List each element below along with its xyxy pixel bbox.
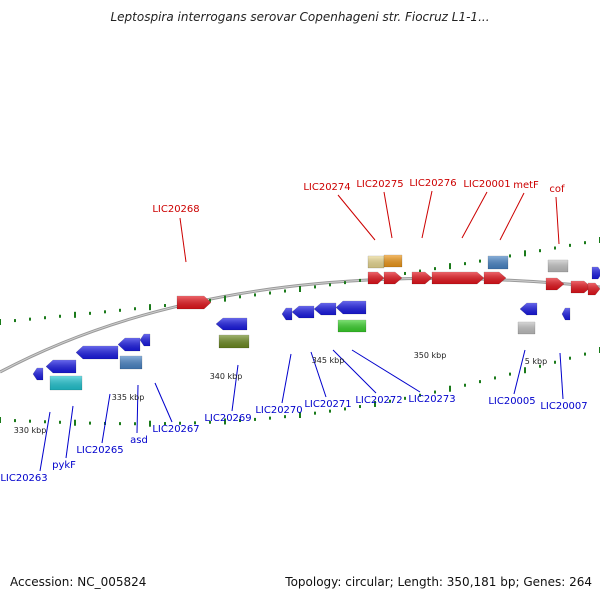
label-leader-line [499, 192, 525, 241]
gene-shading [384, 272, 402, 284]
label-leader-line [421, 190, 433, 239]
kbp-position-label: 335 kbp [112, 393, 145, 402]
gene-shading [177, 296, 211, 309]
label-leader-line [231, 364, 239, 412]
gene-label-top[interactable]: metF [513, 180, 539, 191]
label-leader-line [179, 217, 187, 263]
gene-shading [484, 272, 506, 284]
label-leaders [39, 190, 564, 472]
label-leader-line [154, 382, 173, 423]
gene-shading [518, 322, 535, 334]
gene-shading [368, 272, 384, 284]
gene-shading [588, 283, 600, 295]
gene-label-bottom[interactable]: LIC20272 [355, 395, 402, 406]
topology-summary: Topology: circular; Length: 350,181 bp; … [285, 575, 592, 589]
label-leader-line [351, 349, 421, 393]
gene-label-bottom[interactable]: asd [130, 435, 148, 446]
label-leader-line [332, 349, 377, 394]
gene-label-bottom[interactable]: LIC20269 [204, 413, 251, 424]
gene-shading [368, 256, 384, 268]
gene-label-top[interactable]: LIC20274 [303, 182, 350, 193]
kbp-position-label: 340 kbp [210, 372, 243, 381]
label-leader-line [555, 196, 560, 245]
accession-text: Accession: NC_005824 [10, 575, 147, 589]
kbp-position-label: 330 kbp [14, 426, 47, 435]
label-leader-line [461, 191, 488, 239]
gene-shading [488, 256, 508, 269]
gene-shading [50, 376, 82, 390]
gene-label-bottom[interactable]: LIC20273 [408, 394, 455, 405]
kbp-position-label: 350 kbp [414, 351, 447, 360]
gene-shading [384, 255, 402, 267]
gene-label-bottom[interactable]: LIC20263 [0, 473, 47, 484]
gene-shading [592, 267, 600, 279]
gene-label-bottom[interactable]: pykF [52, 460, 76, 471]
gene-label-top[interactable]: LIC20268 [152, 204, 199, 215]
gene-shading [216, 318, 247, 330]
label-leader-line [39, 411, 51, 472]
gene-shading [520, 303, 537, 315]
gene-shading [33, 368, 43, 380]
gene-label-bottom[interactable]: LIC20271 [304, 399, 351, 410]
gene-shading [282, 308, 292, 320]
gene-label-bottom[interactable]: LIC20265 [76, 445, 123, 456]
label-leader-line [513, 349, 526, 395]
gene-shading [571, 281, 591, 293]
gene-label-top[interactable]: LIC20276 [409, 178, 456, 189]
gene-shading [432, 272, 484, 284]
gene-label-bottom[interactable]: LIC20267 [152, 424, 199, 435]
label-leader-line [136, 384, 139, 434]
gene-shading [546, 278, 564, 290]
label-leader-line [101, 393, 111, 444]
label-leader-line [281, 353, 292, 404]
label-leader-line [337, 194, 376, 241]
gene-label-top[interactable]: LIC20001 [463, 179, 510, 190]
gene-shading [219, 335, 249, 348]
kbp-position-label: 5 kbp [525, 357, 547, 366]
gene-label-top[interactable]: cof [549, 184, 565, 195]
gene-label-top[interactable]: LIC20275 [356, 179, 403, 190]
genes-layer [32, 254, 600, 391]
label-leader-line [65, 405, 74, 459]
gene-shading [338, 320, 366, 332]
gene-shading [336, 301, 366, 314]
gene-shading [46, 360, 76, 373]
gene-label-bottom[interactable]: LIC20270 [255, 405, 302, 416]
gene-shading [292, 306, 314, 318]
labels-layer: LIC20268 LIC20274 LIC20275 LIC20276 LIC20001… [0, 178, 587, 484]
gene-shading [76, 346, 118, 359]
kbp-position-label: 345 kbp [312, 356, 345, 365]
gene-shading [140, 334, 150, 346]
gene-shading [562, 308, 570, 320]
label-leader-line [383, 191, 393, 239]
gene-shading [548, 260, 568, 272]
gene-shading [314, 303, 336, 315]
map-title: Leptospira interrogans serovar Copenhage… [110, 10, 490, 24]
gene-label-bottom[interactable]: LIC20007 [540, 401, 587, 412]
gene-shading [120, 356, 142, 369]
label-leader-line [559, 352, 564, 400]
gene-shading [412, 272, 432, 284]
label-leader-line [310, 351, 327, 398]
gene-shading [118, 338, 140, 351]
gene-label-bottom[interactable]: LIC20005 [488, 396, 535, 407]
